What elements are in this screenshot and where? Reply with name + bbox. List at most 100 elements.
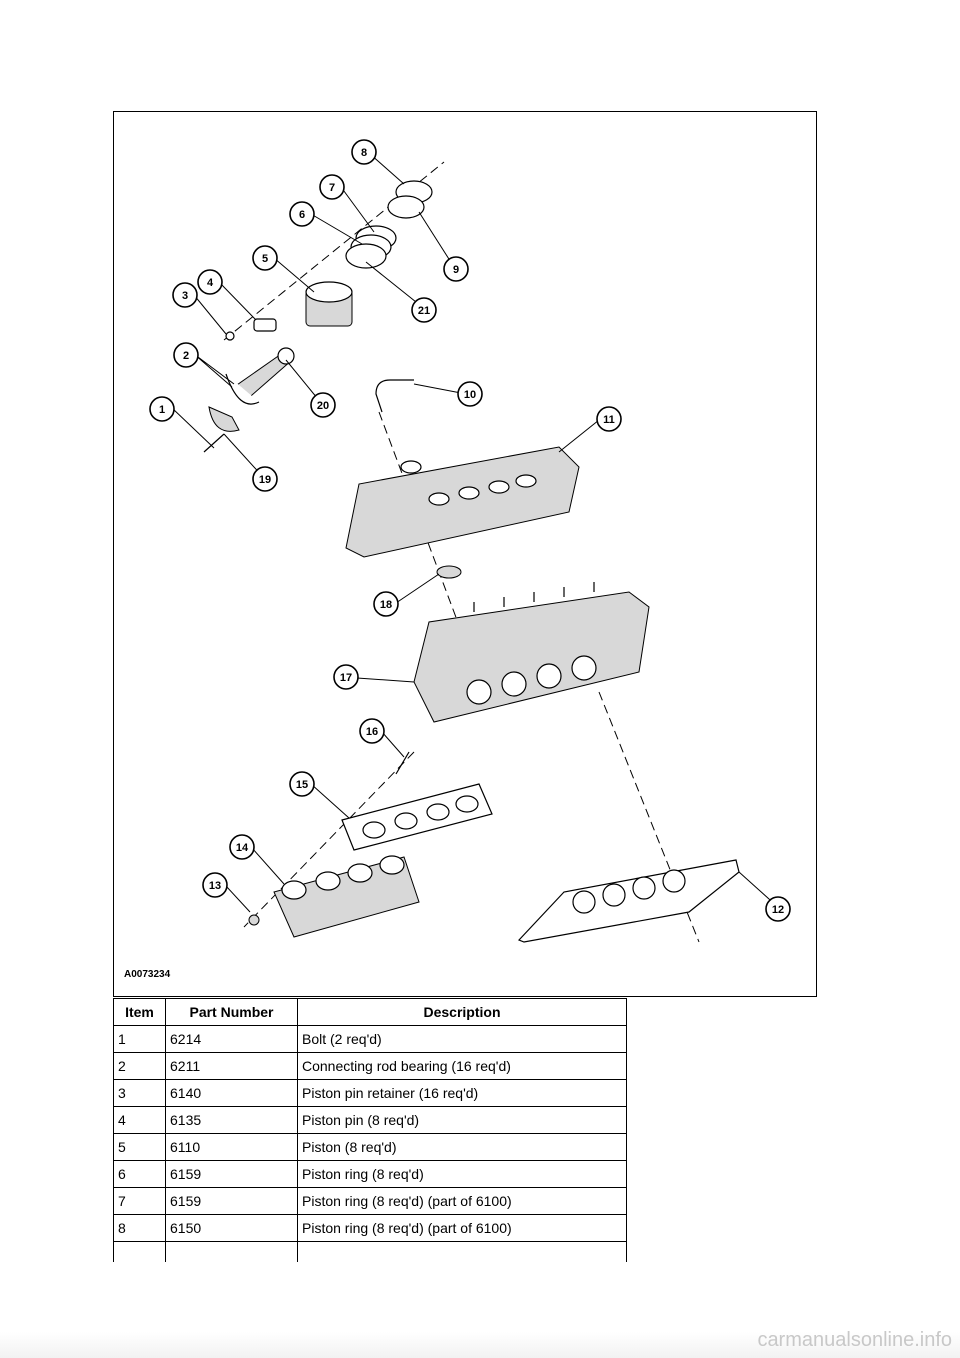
svg-text:16: 16 (366, 726, 378, 738)
svg-text:13: 13 (209, 880, 221, 892)
table-row-empty (113, 1241, 627, 1262)
cell-description: Piston ring (8 req'd) (part of 6100) (297, 1187, 627, 1215)
callout-14: 14 (229, 834, 255, 860)
header-description: Description (297, 998, 627, 1026)
table-header-row: Item Part Number Description (113, 998, 627, 1026)
callout-12: 12 (765, 896, 791, 922)
callout-13: 13 (202, 872, 228, 898)
cell-part-number: 6110 (165, 1133, 298, 1161)
svg-text:3: 3 (182, 290, 188, 302)
empty-cell (113, 1241, 166, 1262)
cell-description: Bolt (2 req'd) (297, 1025, 627, 1053)
header-item: Item (113, 998, 166, 1026)
callout-leaders (171, 153, 780, 913)
cell-description: Piston pin retainer (16 req'd) (297, 1079, 627, 1107)
callout-6: 6 (289, 201, 315, 227)
cell-description: Piston ring (8 req'd) (part of 6100) (297, 1214, 627, 1242)
svg-text:18: 18 (380, 599, 392, 611)
svg-text:10: 10 (464, 389, 476, 401)
svg-text:8: 8 (361, 147, 367, 159)
cell-part-number: 6135 (165, 1106, 298, 1134)
svg-text:1: 1 (159, 404, 165, 416)
cell-part-number: 6214 (165, 1025, 298, 1053)
svg-text:14: 14 (236, 842, 249, 854)
callout-16: 16 (359, 718, 385, 744)
bearing-cap (208, 406, 240, 432)
cell-part-number: 6150 (165, 1214, 298, 1242)
callout-9: 9 (443, 256, 469, 282)
svg-text:5: 5 (262, 253, 268, 265)
callout-5: 5 (252, 245, 278, 271)
exhaust-manifold-gasket (341, 783, 493, 851)
pcv-tube (375, 379, 414, 413)
callout-17: 17 (333, 664, 359, 690)
cell-item: 8 (113, 1214, 166, 1242)
cell-item: 2 (113, 1052, 166, 1080)
exhaust-manifold (273, 855, 420, 938)
svg-text:20: 20 (317, 400, 329, 412)
spark-plug-tube-seal (436, 565, 462, 579)
cylinder-head (413, 582, 650, 723)
callout-8: 8 (351, 139, 377, 165)
piston-pin (253, 318, 277, 332)
manifold-axis-line (243, 751, 415, 928)
callout-19: 19 (252, 466, 278, 492)
svg-text:6: 6 (299, 209, 305, 221)
svg-text:17: 17 (340, 672, 352, 684)
exhaust-manifold-nut (248, 914, 260, 926)
cell-part-number: 6211 (165, 1052, 298, 1080)
svg-text:7: 7 (329, 182, 335, 194)
bolt (203, 433, 225, 453)
empty-cell (297, 1241, 627, 1262)
cell-item: 5 (113, 1133, 166, 1161)
svg-text:9: 9 (453, 264, 459, 276)
svg-text:4: 4 (207, 277, 214, 289)
cell-part-number: 6159 (165, 1187, 298, 1215)
cell-description: Piston ring (8 req'd) (297, 1160, 627, 1188)
cell-item: 1 (113, 1025, 166, 1053)
watermark: carmanualsonline.info (757, 1329, 952, 1351)
cell-description: Connecting rod bearing (16 req'd) (297, 1052, 627, 1080)
footer-strip: carmanualsonline.info (0, 1329, 960, 1358)
callout-20: 20 (310, 392, 336, 418)
figure-id-label: A0073234 (124, 969, 171, 980)
svg-text:21: 21 (418, 305, 430, 317)
svg-text:11: 11 (603, 414, 615, 426)
connecting-rod (225, 347, 295, 405)
cell-part-number: 6159 (165, 1160, 298, 1188)
svg-text:12: 12 (772, 904, 784, 916)
piston (305, 281, 353, 327)
cell-item: 7 (113, 1187, 166, 1215)
piston-axis-line (223, 161, 445, 341)
svg-text:2: 2 (183, 350, 189, 362)
svg-text:15: 15 (296, 779, 308, 791)
header-part-number: Part Number (165, 998, 298, 1026)
cell-item: 6 (113, 1160, 166, 1188)
empty-cell (165, 1241, 298, 1262)
piston-rings (345, 180, 433, 269)
cylinder-head-gasket (517, 859, 740, 943)
callout-1: 1 (149, 396, 175, 422)
exhaust-manifold-stud (395, 751, 410, 775)
callout-7: 7 (319, 174, 345, 200)
cell-description: Piston (8 req'd) (297, 1133, 627, 1161)
cell-part-number: 6140 (165, 1079, 298, 1107)
callout-11: 11 (596, 406, 622, 432)
callout-4: 4 (197, 269, 223, 295)
piston-pin-retainer (225, 331, 235, 341)
cell-item: 3 (113, 1079, 166, 1107)
cell-item: 4 (113, 1106, 166, 1134)
